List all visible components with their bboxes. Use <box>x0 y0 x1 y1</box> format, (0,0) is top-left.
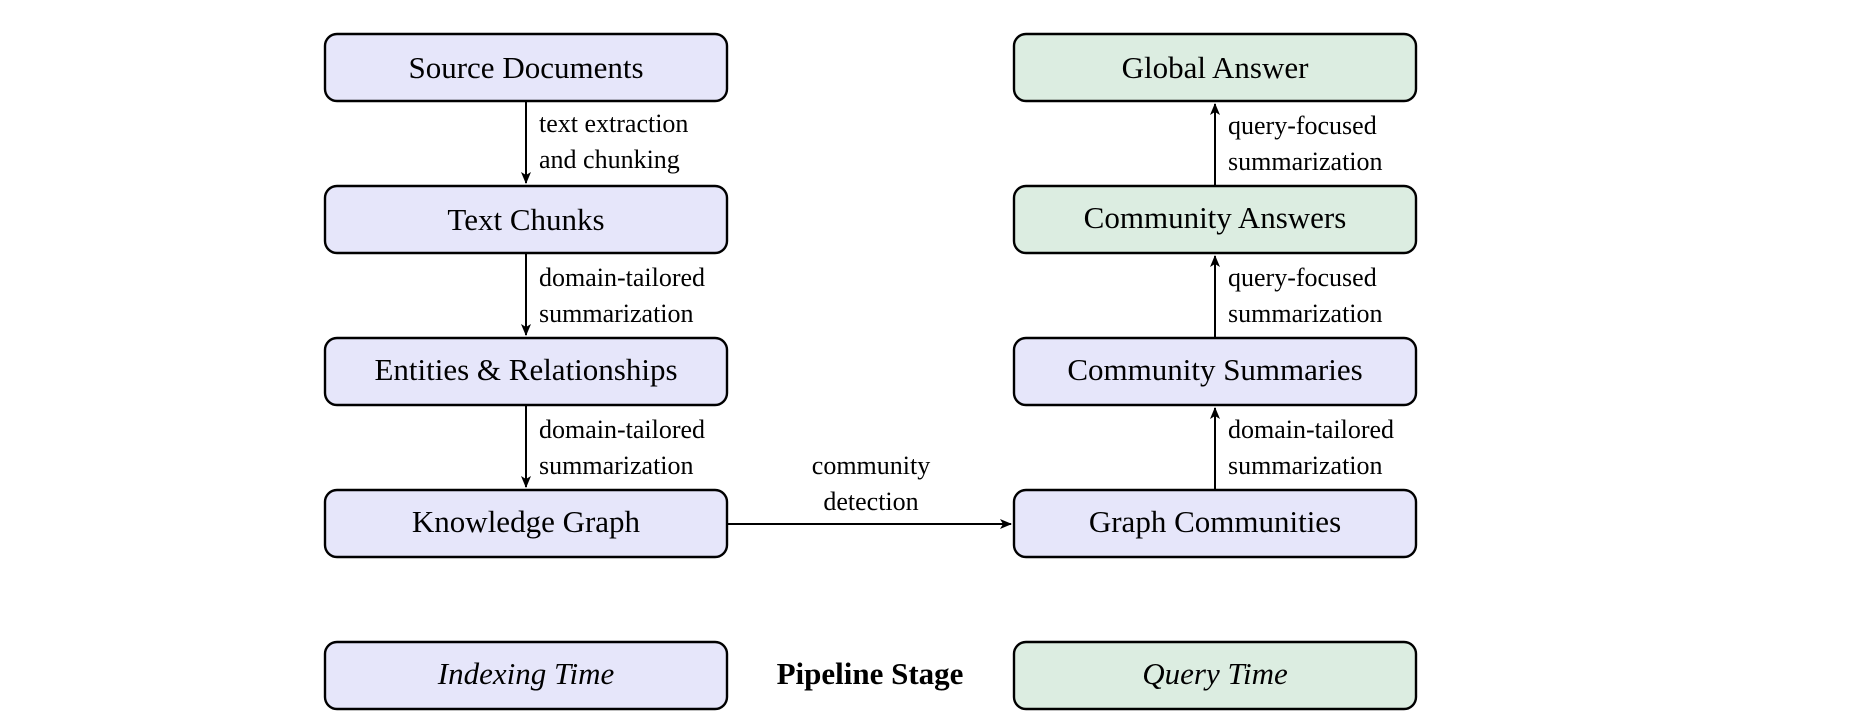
edge-summaries-to-answers-label-2: summarization <box>1228 299 1383 328</box>
edge-entities-to-graph: domain-tailored summarization <box>521 405 705 488</box>
node-graph-communities: Graph Communities <box>1012 488 1418 559</box>
edge-summaries-to-answers-label-1: query-focused <box>1228 263 1377 292</box>
node-community-answers-label: Community Answers <box>1084 200 1347 235</box>
edge-communities-to-summaries-label-2: summarization <box>1228 451 1383 480</box>
legend-query-time-label: Query Time <box>1142 656 1288 691</box>
legend-query-time-box <box>1012 640 1418 711</box>
legend-indexing-time: Indexing Time <box>323 640 729 711</box>
edge-chunks-to-entities-label-2: summarization <box>539 299 694 328</box>
edge-answers-to-global-label-2: summarization <box>1228 147 1383 176</box>
node-source-documents-label: Source Documents <box>408 50 643 85</box>
edge-chunks-to-entities: domain-tailored summarization <box>521 253 705 336</box>
node-source-documents: Source Documents <box>323 32 729 103</box>
edge-answers-to-global: query-focused summarization <box>1210 103 1383 186</box>
edge-docs-to-chunks-label-2: and chunking <box>539 145 680 174</box>
edge-summaries-to-answers: query-focused summarization <box>1210 255 1383 338</box>
node-knowledge-graph-label: Knowledge Graph <box>412 504 641 539</box>
legend-indexing-time-label: Indexing Time <box>437 656 615 691</box>
edge-entities-to-graph-label-2: summarization <box>539 451 694 480</box>
node-text-chunks-label: Text Chunks <box>447 202 604 237</box>
edge-docs-to-chunks: text extraction and chunking <box>521 101 688 184</box>
node-entities-relationships: Entities & Relationships <box>323 336 729 407</box>
node-graph-communities-label: Graph Communities <box>1089 504 1341 539</box>
edge-graph-to-communities: community detection <box>727 451 1012 529</box>
node-global-answer-box <box>1012 32 1418 103</box>
legend: Indexing Time Pipeline Stage Query Time <box>323 640 1418 711</box>
edge-entities-to-graph-label-1: domain-tailored <box>539 415 705 444</box>
node-community-summaries-label: Community Summaries <box>1067 352 1362 387</box>
node-community-answers: Community Answers <box>1012 184 1418 255</box>
edge-communities-to-summaries: domain-tailored summarization <box>1210 407 1394 490</box>
legend-indexing-time-box <box>323 640 729 711</box>
edge-communities-to-summaries-label-1: domain-tailored <box>1228 415 1394 444</box>
node-entities-relationships-label: Entities & Relationships <box>374 352 677 387</box>
node-global-answer: Global Answer <box>1012 32 1418 103</box>
legend-query-time: Query Time <box>1012 640 1418 711</box>
node-community-summaries: Community Summaries <box>1012 336 1418 407</box>
edge-graph-to-communities-label-1: community <box>812 451 930 480</box>
legend-title: Pipeline Stage <box>777 656 964 691</box>
edge-docs-to-chunks-label-1: text extraction <box>539 109 688 138</box>
edge-chunks-to-entities-label-1: domain-tailored <box>539 263 705 292</box>
node-global-answer-label: Global Answer <box>1122 50 1310 85</box>
edge-graph-to-communities-label-2: detection <box>823 487 918 516</box>
node-knowledge-graph: Knowledge Graph <box>323 488 729 559</box>
node-text-chunks: Text Chunks <box>323 184 729 255</box>
edge-answers-to-global-label-1: query-focused <box>1228 111 1377 140</box>
